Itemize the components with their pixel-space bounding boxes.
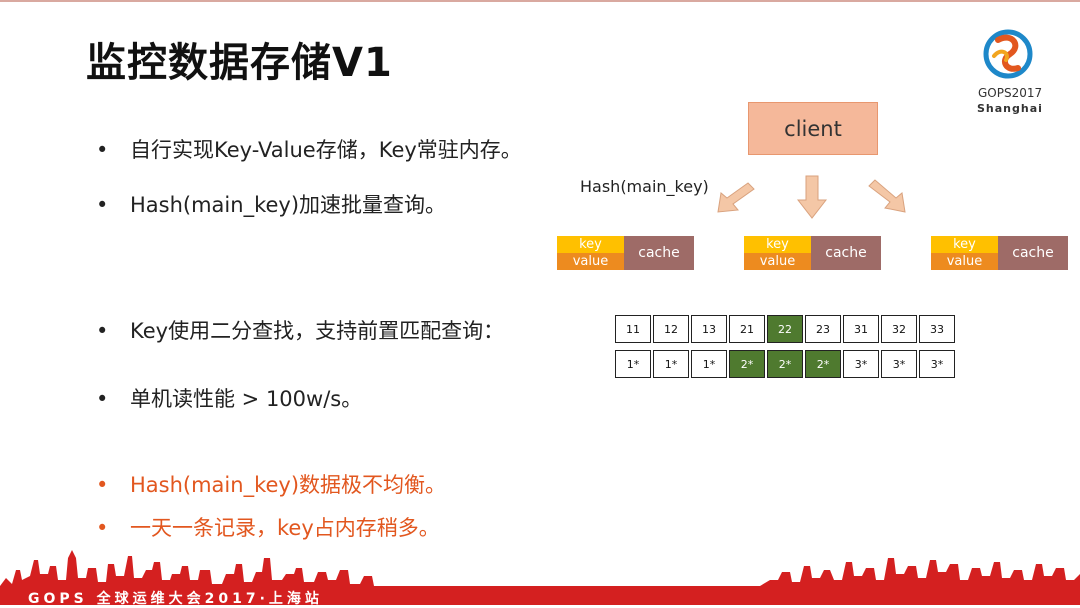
bullet-text: Hash(main_key)加速批量查询。 [130, 193, 447, 217]
client-box: client [748, 102, 878, 155]
footer-banner-text: GOPS 全球运维大会2017·上海站 [28, 591, 323, 607]
bullet-6: • 一天一条记录，key占内存稍多。 [96, 512, 440, 542]
bullet-text: 单机读性能 > 100w/s。 [130, 387, 363, 411]
key-cell: key [931, 236, 998, 253]
storage-node-3: key value cache [931, 236, 1068, 270]
slide-title: 监控数据存储V1 [86, 40, 393, 86]
value-cell: value [744, 253, 811, 270]
key-array-cell: 12 [653, 315, 689, 343]
cache-cell: cache [624, 236, 694, 270]
bullet-dot: • [96, 473, 109, 497]
value-cell: value [931, 253, 998, 270]
sorted-value-row: 1*1*1*2*2*2*3*3*3* [615, 350, 955, 378]
key-cell: key [744, 236, 811, 253]
prefix-array-cell: 3* [843, 350, 879, 378]
storage-node-1: key value cache [557, 236, 694, 270]
bullet-text: 自行实现Key-Value存储，Key常驻内存。 [130, 138, 522, 162]
prefix-array-cell: 3* [881, 350, 917, 378]
arrow-left-icon [717, 182, 755, 213]
logo-year-label: GOPS2017 [978, 86, 1043, 100]
bullet-2: • Hash(main_key)加速批量查询。 [96, 189, 446, 219]
bullet-text: 一天一条记录，key占内存稍多。 [130, 516, 440, 540]
key-array-cell: 31 [843, 315, 879, 343]
bullet-text: Key使用二分查找，支持前置匹配查询： [130, 319, 505, 343]
storage-node-2: key value cache [744, 236, 881, 270]
logo-city-label: Shanghai [977, 102, 1043, 115]
key-array-cell: 11 [615, 315, 651, 343]
key-array-cell: 23 [805, 315, 841, 343]
bullet-dot: • [96, 387, 109, 411]
prefix-array-cell: 3* [919, 350, 955, 378]
key-cell: key [557, 236, 624, 253]
key-array-cell: 33 [919, 315, 955, 343]
prefix-array-cell: 1* [653, 350, 689, 378]
key-array-cell: 13 [691, 315, 727, 343]
skyline-banner [0, 550, 1080, 605]
cache-cell: cache [811, 236, 881, 270]
bullet-1: • 自行实现Key-Value存储，Key常驻内存。 [96, 134, 522, 164]
top-border [0, 0, 1080, 2]
key-array-cell: 22 [767, 315, 803, 343]
bullet-4: • 单机读性能 > 100w/s。 [96, 383, 362, 413]
bullet-dot: • [96, 319, 109, 343]
prefix-array-cell: 2* [767, 350, 803, 378]
key-array-cell: 32 [881, 315, 917, 343]
arrow-right-icon [868, 179, 906, 213]
bullet-5: • Hash(main_key)数据极不均衡。 [96, 469, 446, 499]
arrow-down-icon [796, 175, 828, 219]
prefix-array-cell: 1* [691, 350, 727, 378]
bullet-dot: • [96, 516, 109, 540]
bullet-dot: • [96, 193, 109, 217]
hash-label: Hash(main_key) [580, 177, 709, 196]
prefix-array-cell: 2* [729, 350, 765, 378]
cache-cell: cache [998, 236, 1068, 270]
bullet-3: • Key使用二分查找，支持前置匹配查询： [96, 315, 504, 345]
bullet-text: Hash(main_key)数据极不均衡。 [130, 473, 447, 497]
bullet-dot: • [96, 138, 109, 162]
prefix-array-cell: 1* [615, 350, 651, 378]
value-cell: value [557, 253, 624, 270]
gops-logo-icon [983, 29, 1033, 79]
key-array-cell: 21 [729, 315, 765, 343]
prefix-array-cell: 2* [805, 350, 841, 378]
